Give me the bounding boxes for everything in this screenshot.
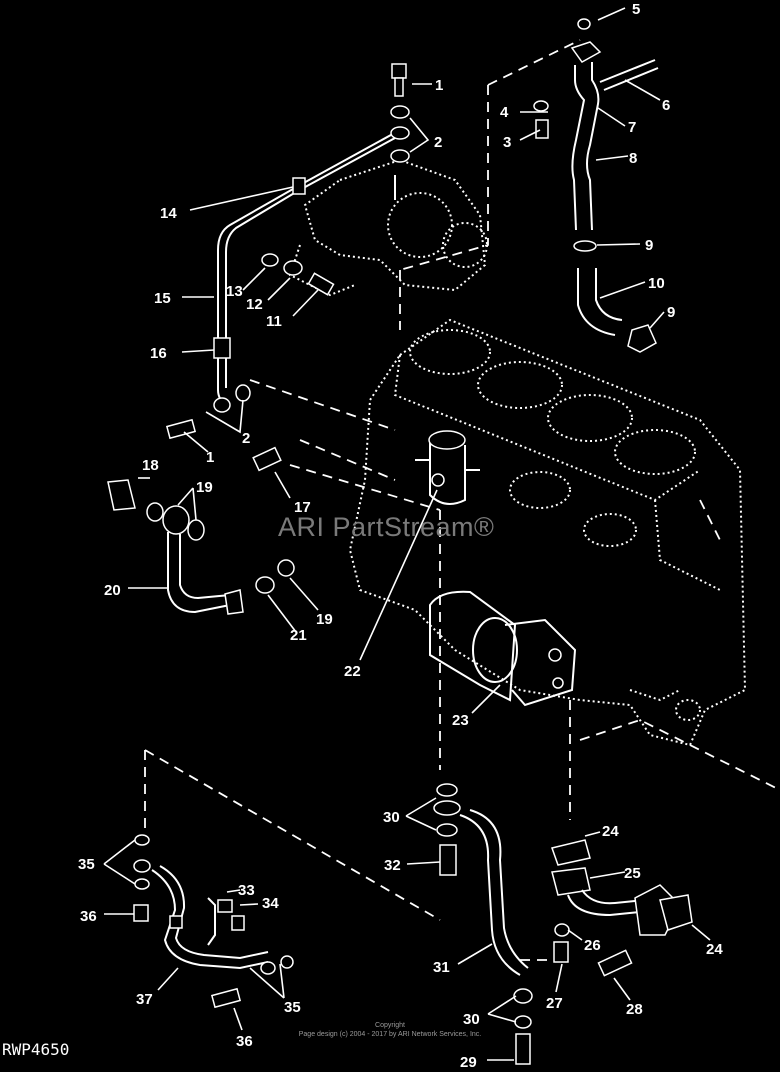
callout-1[interactable]: 1 [435, 77, 443, 94]
callout-8[interactable]: 8 [629, 150, 637, 167]
fasteners-top [165, 63, 410, 472]
callout-3[interactable]: 3 [503, 134, 511, 151]
callout-12[interactable]: 12 [246, 296, 263, 313]
callout-24[interactable]: 24 [602, 823, 619, 840]
callout-36[interactable]: 36 [236, 1033, 253, 1050]
callout-1[interactable]: 1 [206, 449, 214, 466]
callout-23[interactable]: 23 [452, 712, 469, 729]
callout-17[interactable]: 17 [294, 499, 311, 516]
callout-35[interactable]: 35 [78, 856, 95, 873]
callout-19[interactable]: 19 [196, 479, 213, 496]
callout-21[interactable]: 21 [290, 627, 307, 644]
callout-37[interactable]: 37 [136, 991, 153, 1008]
oil-line-37-part [133, 834, 294, 1009]
callout-34[interactable]: 34 [262, 895, 279, 912]
callout-22[interactable]: 22 [344, 663, 361, 680]
callout-30[interactable]: 30 [383, 809, 400, 826]
callout-35[interactable]: 35 [284, 999, 301, 1016]
callout-2[interactable]: 2 [434, 134, 442, 151]
turbo-oil-line-part [213, 129, 401, 409]
callout-15[interactable]: 15 [154, 290, 171, 307]
callout-36[interactable]: 36 [80, 908, 97, 925]
callout-25[interactable]: 25 [624, 865, 641, 882]
engine-block-outline [348, 318, 747, 747]
callout-2[interactable]: 2 [242, 430, 250, 447]
callout-16[interactable]: 16 [150, 345, 167, 362]
turbo-drain-line-part [533, 18, 659, 353]
copyright-line-2: Page design (c) 2004 - 2017 by ARI Netwo… [298, 1031, 482, 1038]
filter-adapter-part [415, 430, 480, 505]
drawing-id: RWP4650 [2, 1040, 70, 1059]
assembly-guide-lines [144, 39, 780, 961]
callout-18[interactable]: 18 [142, 457, 159, 474]
oil-line-25-part [551, 839, 693, 977]
callout-31[interactable]: 31 [433, 959, 450, 976]
callout-10[interactable]: 10 [648, 275, 665, 292]
callout-20[interactable]: 20 [104, 582, 121, 599]
callout-labels: 1214131211151621564738910918191720211922… [78, 1, 723, 1071]
callout-14[interactable]: 14 [160, 205, 177, 222]
callout-11[interactable]: 11 [266, 313, 282, 330]
callout-6[interactable]: 6 [662, 97, 670, 114]
callout-27[interactable]: 27 [546, 995, 563, 1012]
leader-lines [103, 7, 711, 1061]
oil-filter-part [429, 590, 577, 707]
callout-24[interactable]: 24 [706, 941, 723, 958]
callout-19[interactable]: 19 [316, 611, 333, 628]
callout-5[interactable]: 5 [632, 1, 640, 18]
callout-32[interactable]: 32 [384, 857, 401, 874]
callout-29[interactable]: 29 [460, 1054, 477, 1071]
callout-13[interactable]: 13 [226, 283, 243, 300]
callout-30[interactable]: 30 [463, 1011, 480, 1028]
watermark: ARI PartStream® [278, 512, 495, 542]
callout-4[interactable]: 4 [500, 104, 509, 121]
callout-33[interactable]: 33 [238, 882, 255, 899]
callout-9[interactable]: 9 [667, 304, 675, 321]
oil-line-20-part [107, 479, 295, 615]
copyright-notice: Copyright Page design (c) 2004 - 2017 by… [0, 1021, 780, 1039]
callout-7[interactable]: 7 [628, 119, 636, 136]
callout-28[interactable]: 28 [626, 1001, 643, 1018]
callout-9[interactable]: 9 [645, 237, 653, 254]
callout-26[interactable]: 26 [584, 937, 601, 954]
copyright-line-1: Copyright [375, 1022, 405, 1029]
